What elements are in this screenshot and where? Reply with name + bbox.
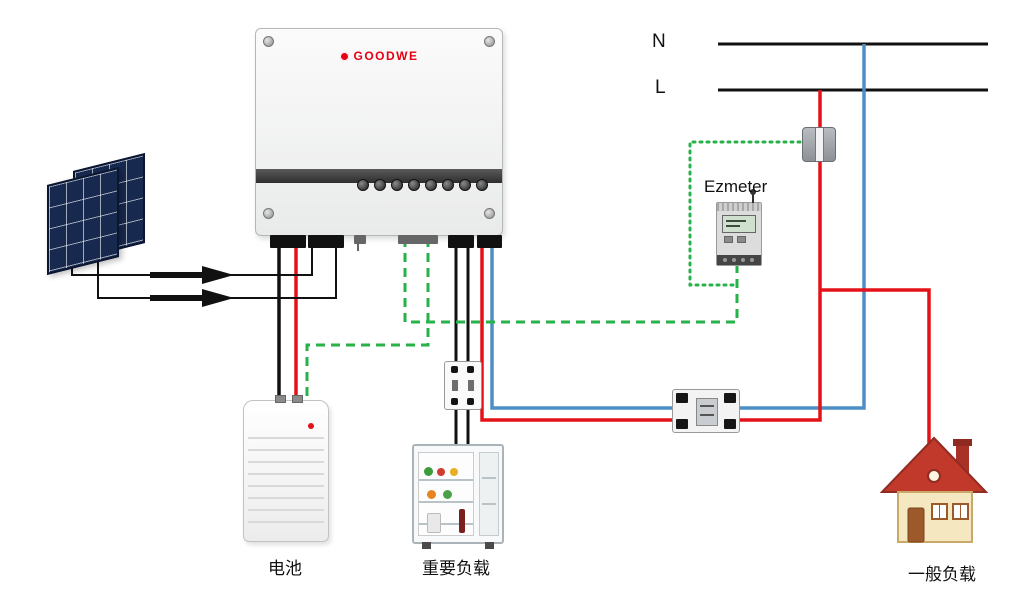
solar-panel-array — [45, 153, 155, 275]
critical-load-label: 重要负载 — [422, 559, 490, 578]
port-icon — [374, 179, 386, 191]
jug-icon — [427, 513, 441, 533]
breaker-clip — [676, 393, 688, 403]
display-line — [726, 225, 740, 227]
inverter-led-ports — [357, 179, 488, 191]
backup-breaker — [444, 361, 482, 410]
goodwe-logo: GOODWE — [256, 49, 502, 63]
comm-stub-terminal — [354, 235, 366, 244]
screw-icon — [484, 208, 495, 219]
screw-icon — [484, 36, 495, 47]
pv-terminal — [308, 235, 344, 248]
port-icon — [476, 179, 488, 191]
breaker-clip — [724, 393, 736, 403]
ct-comm-wire — [688, 140, 802, 287]
grid-neutral-wire — [490, 44, 866, 410]
breaker-pole — [467, 366, 474, 373]
terminal-dot — [750, 258, 754, 262]
food-item-icon — [424, 467, 433, 476]
port-icon — [408, 179, 420, 191]
goodwe-logo-icon — [339, 52, 349, 61]
brand-text: GOODWE — [353, 49, 419, 63]
inverter-vent-band — [256, 169, 502, 183]
breaker-toggle — [468, 380, 474, 391]
meter-display — [722, 215, 756, 233]
comm-terminal — [398, 235, 438, 244]
terminal-dot — [723, 258, 727, 262]
ct-stripe — [815, 128, 824, 161]
breaker-pole — [467, 398, 474, 405]
port-icon — [442, 179, 454, 191]
fridge-shelf — [419, 479, 473, 481]
breaker-line — [700, 405, 714, 407]
breaker-pole — [451, 366, 458, 373]
meter-button — [737, 236, 746, 243]
ezmeter-label: Ezmeter — [704, 177, 768, 196]
neutral-bus-label: N — [652, 31, 666, 52]
ezmeter-device — [716, 189, 762, 266]
breaker-body — [696, 398, 718, 426]
general-load-house — [879, 436, 989, 543]
screw-icon — [263, 36, 274, 47]
fridge-foot — [485, 542, 494, 549]
grid-live-wire — [480, 90, 822, 422]
door — [907, 507, 925, 543]
bottle-icon — [459, 509, 465, 533]
battery-label: 电池 — [268, 559, 302, 578]
ongrid-terminal — [477, 235, 502, 248]
door-shelf — [482, 503, 496, 505]
pv-arrow-icon — [202, 289, 234, 307]
food-item-icon — [450, 468, 458, 476]
gable-window — [927, 469, 941, 483]
meter-top-ridges — [717, 203, 761, 211]
food-item-icon — [427, 490, 436, 499]
breaker-pole — [451, 398, 458, 405]
backup-terminal — [448, 235, 474, 248]
breaker-line — [700, 414, 714, 416]
battery-unit — [243, 395, 329, 542]
port-icon — [459, 179, 471, 191]
live-bus-label: L — [655, 77, 666, 98]
general-load-label: 一般负载 — [908, 565, 976, 584]
battery-terminal — [270, 235, 306, 248]
grid-breaker — [672, 389, 740, 433]
critical-load-fridge — [412, 444, 504, 549]
solar-panel-icon — [47, 167, 119, 275]
terminal-dot — [732, 258, 736, 262]
battery-ridges — [248, 437, 324, 533]
fridge-shelf — [419, 523, 473, 525]
display-line — [726, 220, 746, 222]
food-item-icon — [437, 468, 445, 476]
port-icon — [425, 179, 437, 191]
food-item-icon — [443, 490, 452, 499]
general-load-wire — [820, 288, 931, 468]
battery-terminal-nub — [292, 395, 303, 403]
door-shelf — [482, 477, 496, 479]
battery-led-icon — [308, 423, 314, 429]
breaker-clip — [724, 419, 736, 429]
battery-comm-wire — [305, 238, 430, 402]
meter-button — [724, 236, 733, 243]
fridge-shelf — [419, 501, 473, 503]
terminal-dot — [741, 258, 745, 262]
breaker-clip — [676, 419, 688, 429]
inverter-unit: GOODWE — [255, 28, 503, 248]
pv-arrow-icon — [202, 266, 234, 284]
chimney-cap — [953, 439, 972, 446]
roof — [879, 436, 989, 493]
fridge-door — [479, 452, 499, 536]
battery-terminal-nub — [275, 395, 286, 403]
meter-terminal-strip — [717, 255, 761, 265]
port-icon — [391, 179, 403, 191]
screw-icon — [263, 208, 274, 219]
fridge-foot — [422, 542, 431, 549]
port-icon — [357, 179, 369, 191]
antenna-icon — [750, 189, 756, 203]
ct-clamp — [802, 127, 836, 162]
fridge-interior — [418, 452, 474, 536]
breaker-toggle — [452, 380, 458, 391]
